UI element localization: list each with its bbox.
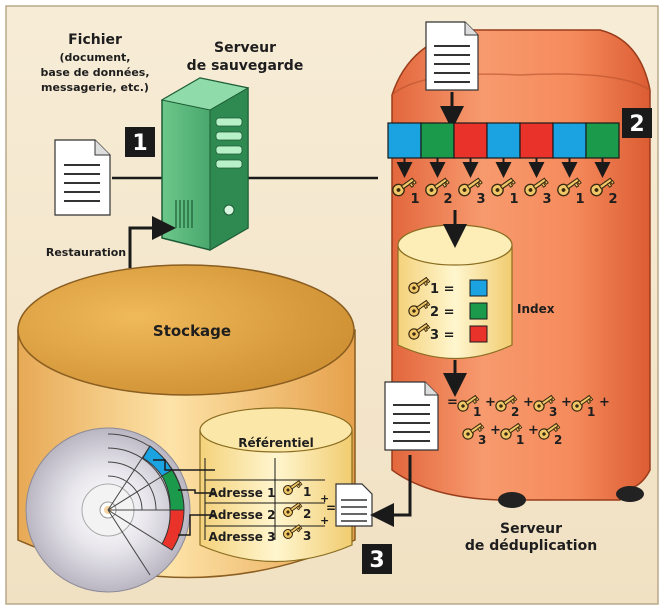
key-icon (408, 276, 431, 294)
key-icon (282, 524, 303, 540)
formula-operator: + (599, 395, 610, 410)
referentiel-address-1: Adresse 1 (209, 486, 276, 500)
document-icon-rebuild (384, 381, 439, 451)
formula-key-label: 1 (587, 405, 595, 419)
referentiel-key-label: 1 (303, 485, 311, 499)
data-block (387, 122, 422, 159)
data-block (486, 122, 521, 159)
formula: = 1 +2 +3 +1 +3 +1 +2 (447, 394, 610, 447)
index-key-label: 1 = (430, 282, 454, 297)
fichier-sub-2: base de données, (40, 66, 149, 79)
index-key-label: 3 = (430, 328, 454, 343)
formula-key-label: 3 (478, 433, 486, 447)
key-icon (557, 177, 582, 197)
cd-disc (25, 427, 191, 593)
key-icon (590, 177, 615, 197)
referentiel-title: Référentiel (238, 436, 313, 450)
data-block (552, 122, 587, 159)
index-key-label: 2 = (430, 305, 454, 320)
referentiel-keys: 1 +2 +3 = (282, 480, 336, 543)
formula-key-label: 1 (516, 433, 524, 447)
key-icon (425, 177, 450, 197)
index-title: Index (517, 302, 555, 316)
key-icon (533, 394, 556, 412)
referentiel-key-label: 2 (303, 507, 311, 521)
block-key-label: 1 (510, 192, 519, 207)
backup-server-title-2: de sauvegarde (187, 58, 304, 74)
step-3-box (362, 544, 392, 574)
formula-operator: + (523, 395, 534, 410)
step-1-box (125, 127, 155, 157)
data-block (585, 122, 620, 159)
key-icon (457, 394, 480, 412)
dedup-server-title-2: de déduplication (465, 538, 597, 554)
key-icon (458, 177, 483, 197)
formula-operator: + (490, 423, 501, 438)
formula-key-label: 3 (549, 405, 557, 419)
document-icon-restored (335, 483, 373, 527)
key-icon (491, 177, 516, 197)
backup-server-title-1: Serveur (214, 40, 276, 56)
referentiel-cylinder (199, 407, 353, 563)
key-icon (524, 177, 549, 197)
referentiel-address-3: Adresse 3 (209, 530, 276, 544)
data-blocks (387, 122, 620, 159)
referentiel-plus: + (320, 492, 329, 505)
stockage-label: Stockage (153, 322, 231, 340)
dedup-server-title-1: Serveur (500, 521, 562, 537)
formula-key-label: 1 (473, 405, 481, 419)
referentiel-key-label: 3 (303, 529, 311, 543)
referentiel-plus: + (320, 514, 329, 527)
key-icon (282, 480, 303, 496)
key-icon (538, 422, 561, 440)
index-color-swatch (469, 302, 488, 320)
block-key-label: 2 (444, 192, 453, 207)
restauration-label: Restauration (46, 246, 126, 259)
step-2-label: 2 (629, 112, 644, 137)
block-key-label: 2 (609, 192, 618, 207)
formula-operator: = (447, 395, 458, 410)
key-icon (495, 394, 518, 412)
backup-server (160, 77, 250, 251)
data-block (453, 122, 488, 159)
formula-operator: + (485, 395, 496, 410)
document-icon-incoming (425, 21, 479, 91)
fichier-sub-1: (document, (59, 51, 130, 64)
index-color-swatch (469, 325, 488, 343)
key-icon (408, 322, 431, 340)
data-block (519, 122, 554, 159)
index-entries: 1 = 2 = 3 = (408, 276, 488, 343)
flow-arrows (128, 92, 467, 527)
fichier-title: Fichier (68, 32, 122, 48)
formula-key-label: 2 (554, 433, 562, 447)
key-icon (500, 422, 523, 440)
key-icon (392, 177, 417, 197)
referentiel-equals: = (326, 501, 336, 515)
block-key-label: 1 (411, 192, 420, 207)
block-key-label: 3 (477, 192, 486, 207)
index-color-swatch (469, 279, 488, 297)
key-icon (408, 299, 431, 317)
referentiel-table (204, 458, 325, 540)
formula-operator: + (528, 423, 539, 438)
key-row: 1 2 3 1 3 1 2 (392, 158, 618, 207)
referentiel-address-2: Adresse 2 (209, 508, 276, 522)
step-3-label: 3 (369, 548, 384, 573)
step-1-label: 1 (132, 131, 147, 156)
key-icon (571, 394, 594, 412)
fichier-sub-3: messagerie, etc.) (41, 81, 149, 94)
block-key-label: 1 (576, 192, 585, 207)
key-icon (282, 502, 303, 518)
document-icon-fichier (54, 139, 111, 216)
data-block (420, 122, 455, 159)
block-key-label: 3 (543, 192, 552, 207)
step-2-box (622, 108, 652, 138)
key-icon (462, 422, 485, 440)
formula-key-label: 2 (511, 405, 519, 419)
formula-operator: + (561, 395, 572, 410)
